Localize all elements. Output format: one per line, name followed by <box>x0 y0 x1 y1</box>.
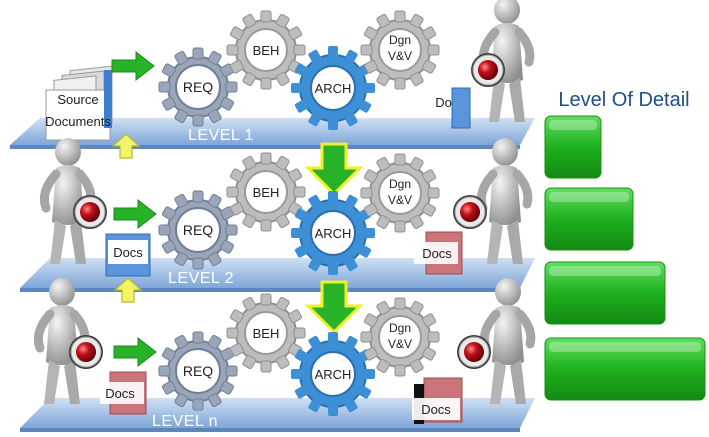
gear-arch-label: ARCH <box>315 226 352 241</box>
docs-book-icon <box>100 371 147 415</box>
level-label: LEVEL 2 <box>168 270 234 287</box>
detail-bar-highlight <box>549 266 661 276</box>
figure-level-n-right <box>484 278 531 404</box>
gear-dgn-label-line2: V&V <box>388 337 412 351</box>
detail-bar-highlight <box>549 192 629 202</box>
gear-req-label: REQ <box>183 363 213 379</box>
camera-device-icon <box>470 52 506 88</box>
detail-bar-4 <box>544 337 706 401</box>
gear-dgn-label-line1: Dgn <box>389 321 411 335</box>
gear-beh-label: BEH <box>253 43 280 58</box>
docs-book-icon <box>105 233 151 277</box>
source-documents-label-line2: Documents <box>45 114 111 129</box>
detail-bar-highlight <box>549 120 597 130</box>
level-label: LEVEL 1 <box>188 127 254 144</box>
docs-book-icon <box>414 231 463 275</box>
detail-bar-1 <box>544 115 602 179</box>
level-of-detail-bars <box>544 115 706 401</box>
gear-dgn-label-line1: Dgn <box>389 33 411 47</box>
camera-device-icon <box>68 334 104 370</box>
docs-book-icon <box>412 377 463 424</box>
detail-bar-2 <box>544 187 634 251</box>
source-documents-stack <box>45 65 113 141</box>
gear-dgn-label-line1: Dgn <box>389 177 411 191</box>
gear-dgn-label-line2: V&V <box>388 49 412 63</box>
flow-arrow-icon <box>113 199 157 229</box>
source-documents-label-line1: Source <box>57 92 98 107</box>
gear-req-label: REQ <box>183 222 213 238</box>
detail-bar-3 <box>544 261 666 325</box>
camera-device-icon <box>456 334 492 370</box>
docs-label: Docs <box>113 245 143 260</box>
level-of-detail-title: Level Of Detail <box>558 89 689 111</box>
docs-label: Docs <box>421 402 451 417</box>
docs-label: Docs <box>422 246 452 261</box>
camera-device-icon <box>72 194 108 230</box>
detail-bar-highlight <box>549 342 701 352</box>
camera-device-icon <box>452 194 488 230</box>
level-label: LEVEL n <box>152 413 218 430</box>
gear-dgn-label-line2: V&V <box>388 193 412 207</box>
gear-arch-label: ARCH <box>315 367 352 382</box>
flow-arrow-icon <box>113 337 157 367</box>
gear-beh-label: BEH <box>253 326 280 341</box>
level-n-platform <box>20 398 535 432</box>
gear-req-label: REQ <box>183 79 213 95</box>
down-arrow-icon <box>306 142 362 196</box>
gear-arch-label: ARCH <box>315 81 352 96</box>
flow-arrow-icon <box>111 51 155 81</box>
docs-book-icon <box>451 87 471 129</box>
docs-label: Docs <box>105 386 135 401</box>
figure-level-2-right <box>481 138 528 264</box>
gear-beh-label: BEH <box>253 185 280 200</box>
